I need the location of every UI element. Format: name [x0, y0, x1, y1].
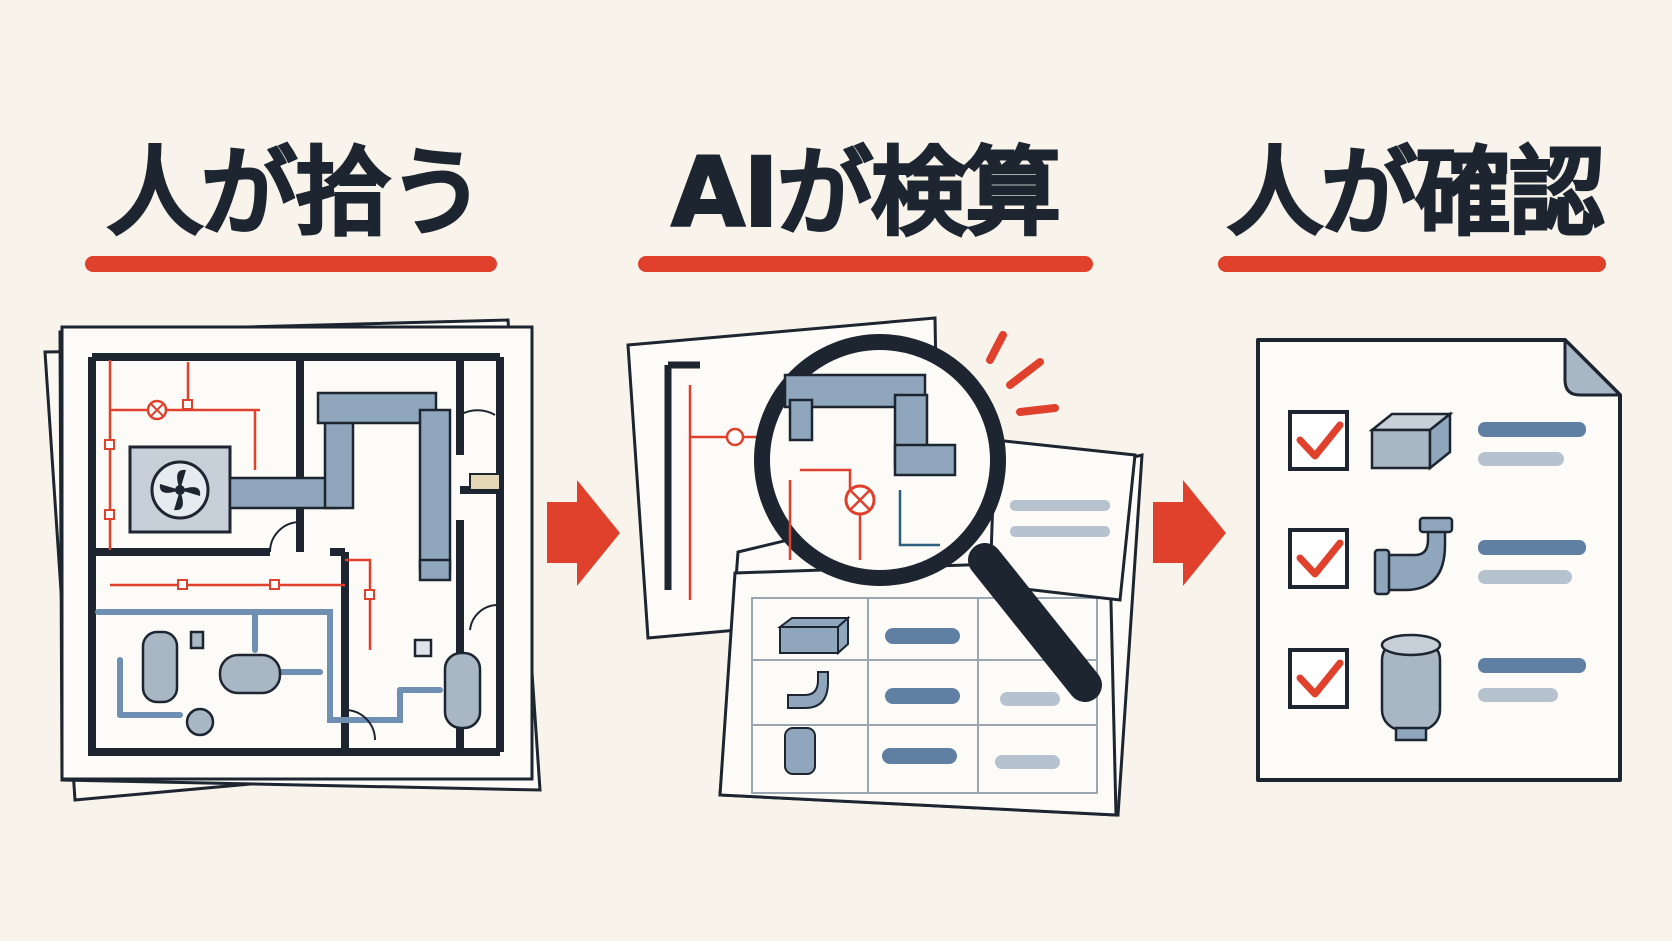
alert-marks — [986, 331, 1059, 416]
step-3-title: 人が確認 — [1226, 137, 1606, 249]
step-1-title: 人が拾う — [106, 137, 486, 249]
step-1-underline — [85, 256, 497, 272]
table-bar — [885, 628, 960, 644]
magnifying-glass-icon — [754, 334, 1102, 702]
arrow-right-icon — [1153, 480, 1226, 586]
item-bar-light — [1478, 570, 1572, 584]
step-2-underline — [638, 256, 1093, 272]
checklist-row-2 — [1288, 516, 1586, 596]
tank-cylinder-icon — [1380, 633, 1442, 742]
table-bar-light — [1000, 692, 1060, 706]
checklist-row-3 — [1288, 633, 1586, 742]
pipe-elbow-icon — [1373, 516, 1454, 596]
checkmark-icon — [1296, 421, 1344, 460]
door-swings — [269, 409, 499, 741]
duct-box-icon — [1368, 411, 1454, 471]
piping — [95, 609, 443, 723]
table-row-icons — [777, 615, 851, 775]
item-bar — [1478, 658, 1586, 673]
step-3-underline — [1218, 256, 1606, 272]
floor-plan-blueprint — [43, 318, 542, 802]
arrow-right-icon — [547, 480, 620, 586]
checklist-row-1 — [1288, 410, 1586, 471]
checkmark-icon — [1296, 539, 1344, 578]
item-bar-light — [1478, 452, 1564, 466]
checklist-document — [1256, 338, 1622, 782]
item-bar — [1478, 540, 1586, 555]
table-bar — [885, 688, 960, 704]
checkmark-icon — [1296, 659, 1344, 698]
air-handling-unit — [128, 445, 232, 534]
magnifying-glass-over-table — [626, 316, 1144, 817]
checkbox-icon — [1288, 528, 1349, 589]
duct-run — [228, 391, 452, 582]
table-bar — [882, 748, 957, 764]
equipment — [141, 630, 482, 737]
table-bar-light — [995, 755, 1060, 769]
step-2-title: AIが検算 — [670, 137, 1062, 249]
item-bar-light — [1478, 688, 1558, 702]
item-bar — [1478, 422, 1586, 437]
